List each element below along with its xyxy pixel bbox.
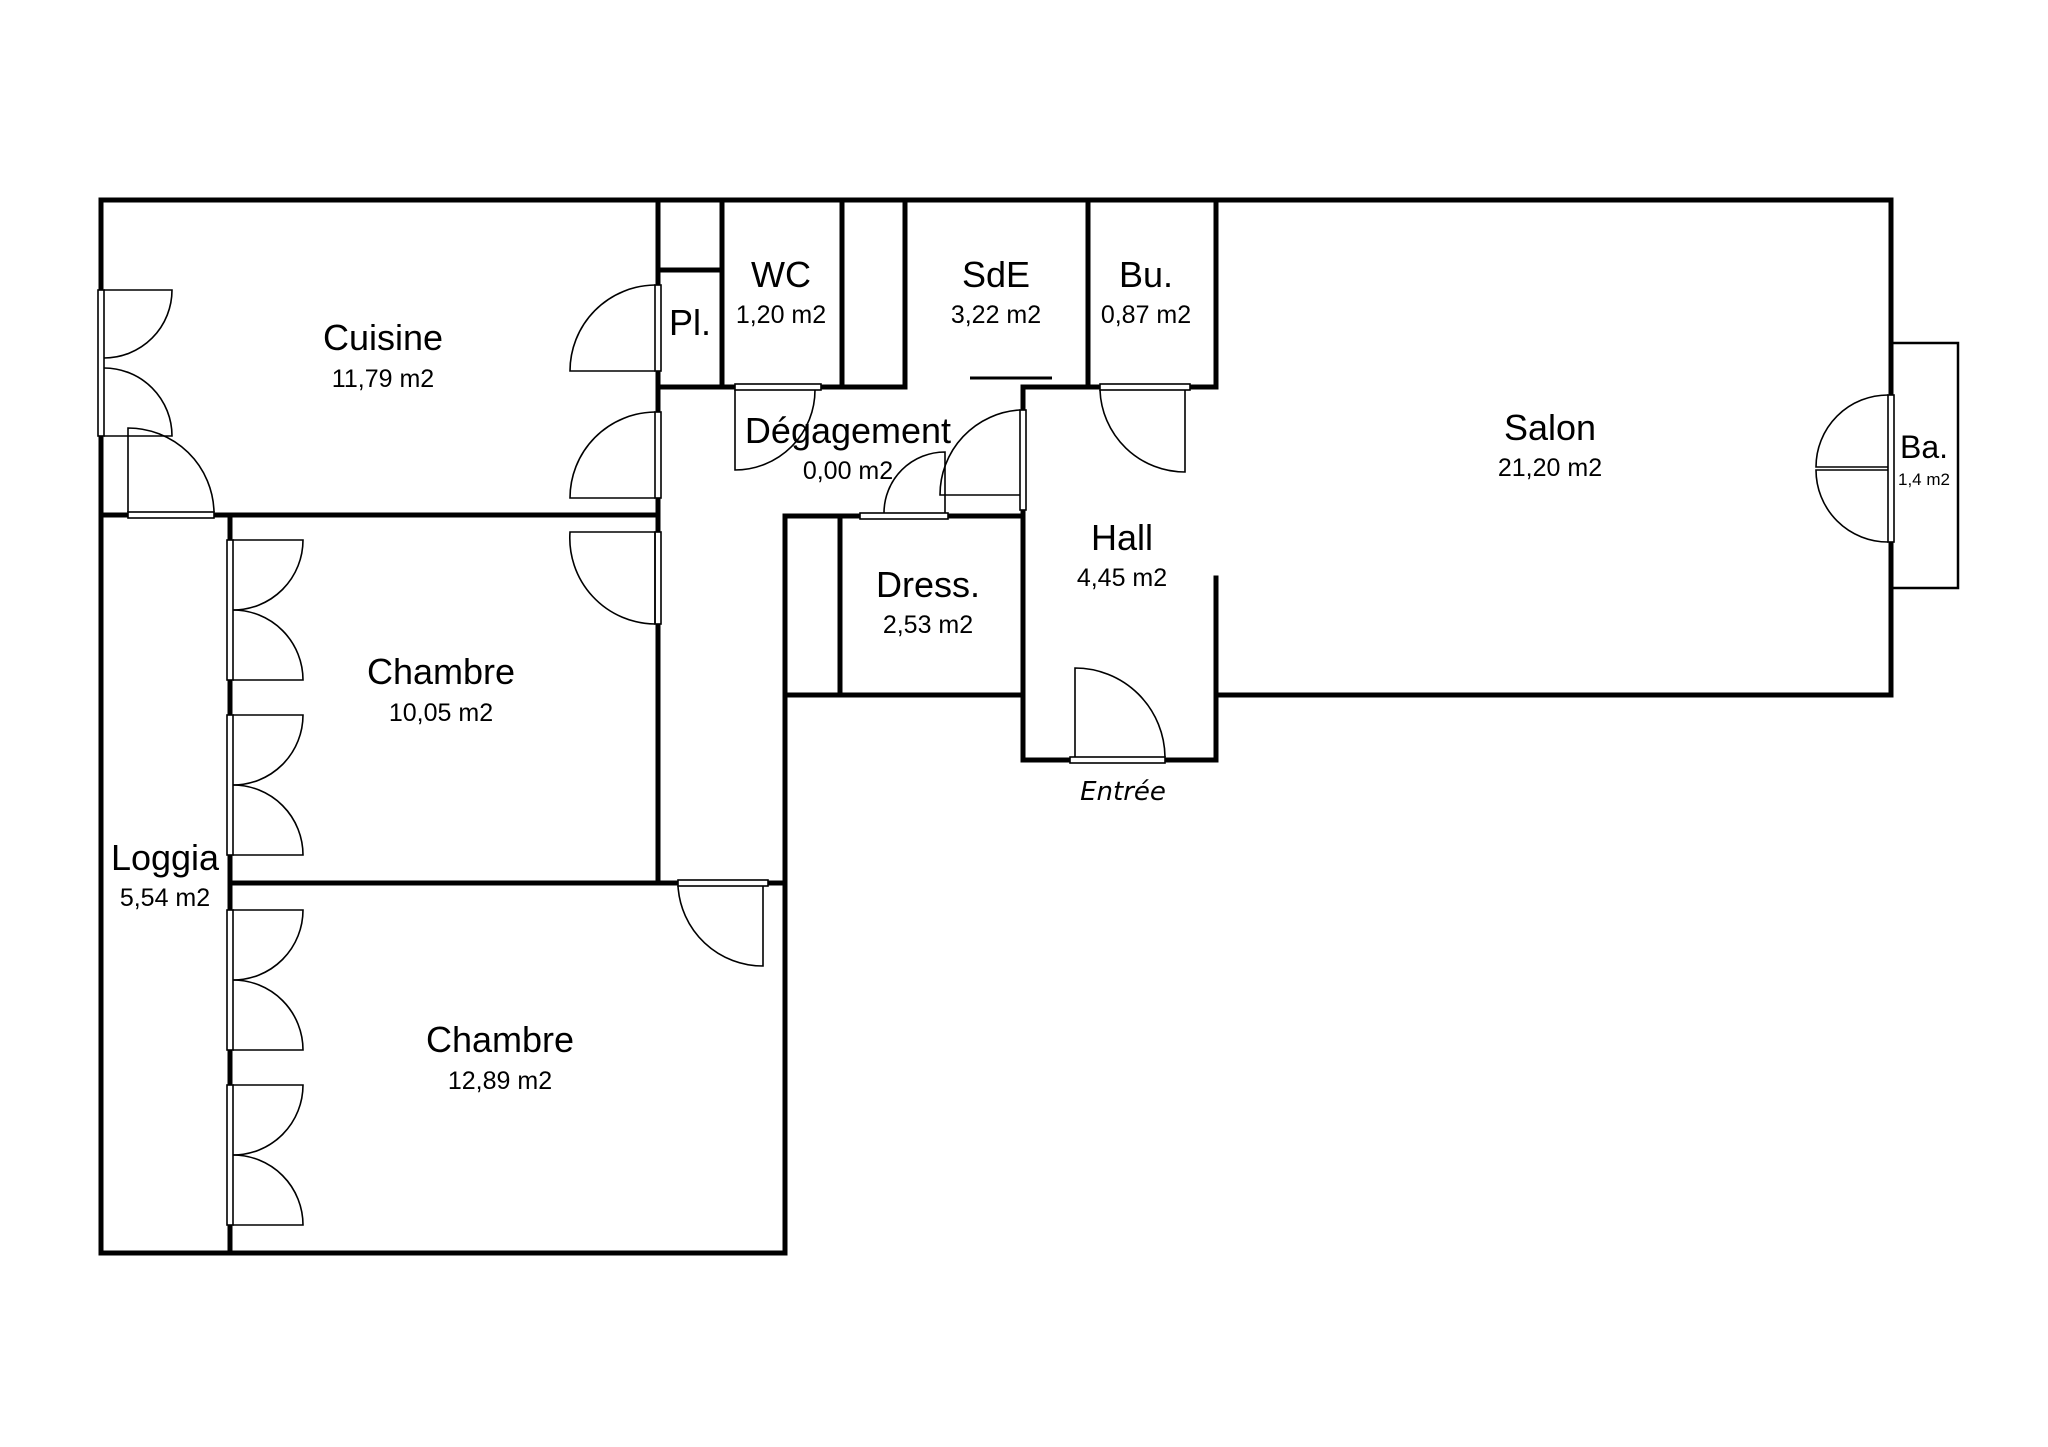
room-area-cuisine: 11,79 m2 [332, 365, 434, 393]
room-area-hall: 4,45 m2 [1077, 564, 1167, 592]
entry-label: Entrée [1080, 777, 1166, 807]
room-area-loggia: 5,54 m2 [120, 884, 210, 912]
room-name-cuisine: Cuisine [323, 317, 443, 358]
room-area-sde: 3,22 m2 [951, 301, 1041, 329]
room-name-loggia: Loggia [111, 837, 220, 878]
room-name-balcon: Ba. [1900, 429, 1948, 465]
room-area-chambre1: 10,05 m2 [389, 699, 493, 727]
room-name-degagement: Dégagement [745, 410, 951, 451]
room-area-salon: 21,20 m2 [1498, 454, 1602, 482]
room-area-buanderie: 0,87 m2 [1101, 301, 1191, 329]
room-name-hall: Hall [1091, 517, 1153, 558]
room-name-wc: WC [751, 254, 811, 295]
room-name-salon: Salon [1504, 407, 1596, 448]
balcony-outline [1889, 341, 1960, 590]
room-area-degagement: 0,00 m2 [803, 457, 893, 485]
room-name-placard: Pl. [669, 302, 711, 343]
room-name-chambre1: Chambre [367, 651, 515, 692]
room-area-wc: 1,20 m2 [736, 301, 826, 329]
room-labels: Cuisine 11,79 m2 Pl. WC 1,20 m2 SdE 3,22… [111, 254, 1950, 1095]
doors [97, 284, 1895, 1226]
room-name-dressing: Dress. [876, 564, 980, 605]
room-name-sde: SdE [962, 254, 1030, 295]
room-area-balcon: 1,4 m2 [1898, 470, 1950, 489]
room-name-chambre2: Chambre [426, 1019, 574, 1060]
room-area-dressing: 2,53 m2 [883, 611, 973, 639]
room-area-chambre2: 12,89 m2 [448, 1067, 552, 1095]
room-name-buanderie: Bu. [1119, 254, 1173, 295]
